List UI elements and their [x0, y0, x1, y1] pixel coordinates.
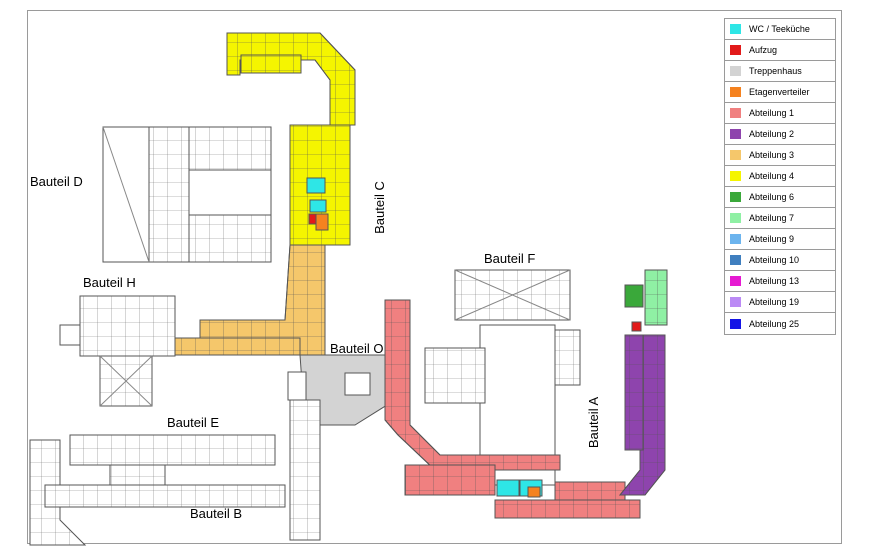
label-bauteil-e: Bauteil E — [167, 415, 220, 430]
legend-swatch — [730, 66, 741, 76]
legend-item: Abteilung 19 — [725, 292, 835, 313]
legend-label: Abteilung 6 — [749, 192, 795, 202]
legend-item: Abteilung 4 — [725, 166, 835, 187]
legend-swatch — [730, 234, 741, 244]
legend-label: Aufzug — [749, 45, 778, 55]
legend-label: Abteilung 1 — [749, 108, 795, 118]
legend-item: Treppenhaus — [725, 61, 835, 82]
building-a-purple — [618, 269, 668, 496]
label-bauteil-c: Bauteil C — [371, 181, 387, 234]
legend-item: Abteilung 13 — [725, 271, 835, 292]
legend-label: Treppenhaus — [749, 66, 802, 76]
legend-swatch — [730, 45, 741, 55]
label-bauteil-f: Bauteil F — [484, 251, 536, 266]
legend-item: Etagenverteiler — [725, 82, 835, 103]
legend-swatch — [730, 192, 741, 202]
legend-swatch — [730, 87, 741, 97]
legend-item: Aufzug — [725, 40, 835, 61]
legend-item: Abteilung 3 — [725, 145, 835, 166]
map-frame — [27, 10, 842, 544]
legend-label: Abteilung 25 — [749, 318, 800, 329]
legend-label: Abteilung 9 — [749, 234, 795, 244]
legend-label: Abteilung 10 — [749, 255, 800, 265]
legend-label: Abteilung 3 — [749, 150, 795, 160]
label-bauteil-d: Bauteil D — [30, 174, 83, 189]
building-a-pink — [384, 299, 641, 519]
legend-swatch — [730, 255, 741, 265]
label-bauteil-a: Bauteil A — [586, 396, 602, 449]
legend-item: Abteilung 2 — [725, 124, 835, 145]
legend-item: Abteilung 7 — [725, 208, 835, 229]
label-bauteil-o: Bauteil O — [330, 341, 384, 356]
legend-swatch — [730, 129, 741, 139]
label-bauteil-h: Bauteil H — [83, 275, 136, 290]
legend-item: Abteilung 25 — [725, 313, 835, 334]
legend-swatch — [730, 213, 741, 223]
legend-item: Abteilung 10 — [725, 250, 835, 271]
legend-swatch — [730, 150, 741, 160]
building-h-corridor — [159, 244, 326, 356]
building-d — [102, 126, 272, 263]
legend-swatch — [730, 276, 741, 286]
legend-swatch — [730, 108, 741, 118]
legend-label: Abteilung 19 — [749, 297, 800, 307]
legend-label: WC / Teeküche — [749, 24, 810, 34]
building-h — [59, 295, 176, 407]
legend-swatch — [730, 171, 741, 181]
building-o — [287, 354, 396, 426]
legend-swatch — [730, 297, 741, 307]
legend-label: Abteilung 7 — [749, 213, 795, 223]
legend-swatch — [730, 24, 741, 34]
building-f — [424, 269, 581, 486]
legend-swatch — [730, 318, 741, 329]
legend-label: Abteilung 4 — [749, 171, 795, 181]
legend-item: WC / Teeküche — [725, 19, 835, 40]
label-bauteil-b: Bauteil B — [190, 506, 243, 521]
legend-item: Abteilung 6 — [725, 187, 835, 208]
building-b — [29, 399, 321, 546]
legend-item: Abteilung 1 — [725, 103, 835, 124]
legend-label: Etagenverteiler — [749, 87, 810, 97]
legend-item: Abteilung 9 — [725, 229, 835, 250]
legend-label: Abteilung 13 — [749, 276, 800, 286]
legend-label: Abteilung 2 — [749, 129, 795, 139]
